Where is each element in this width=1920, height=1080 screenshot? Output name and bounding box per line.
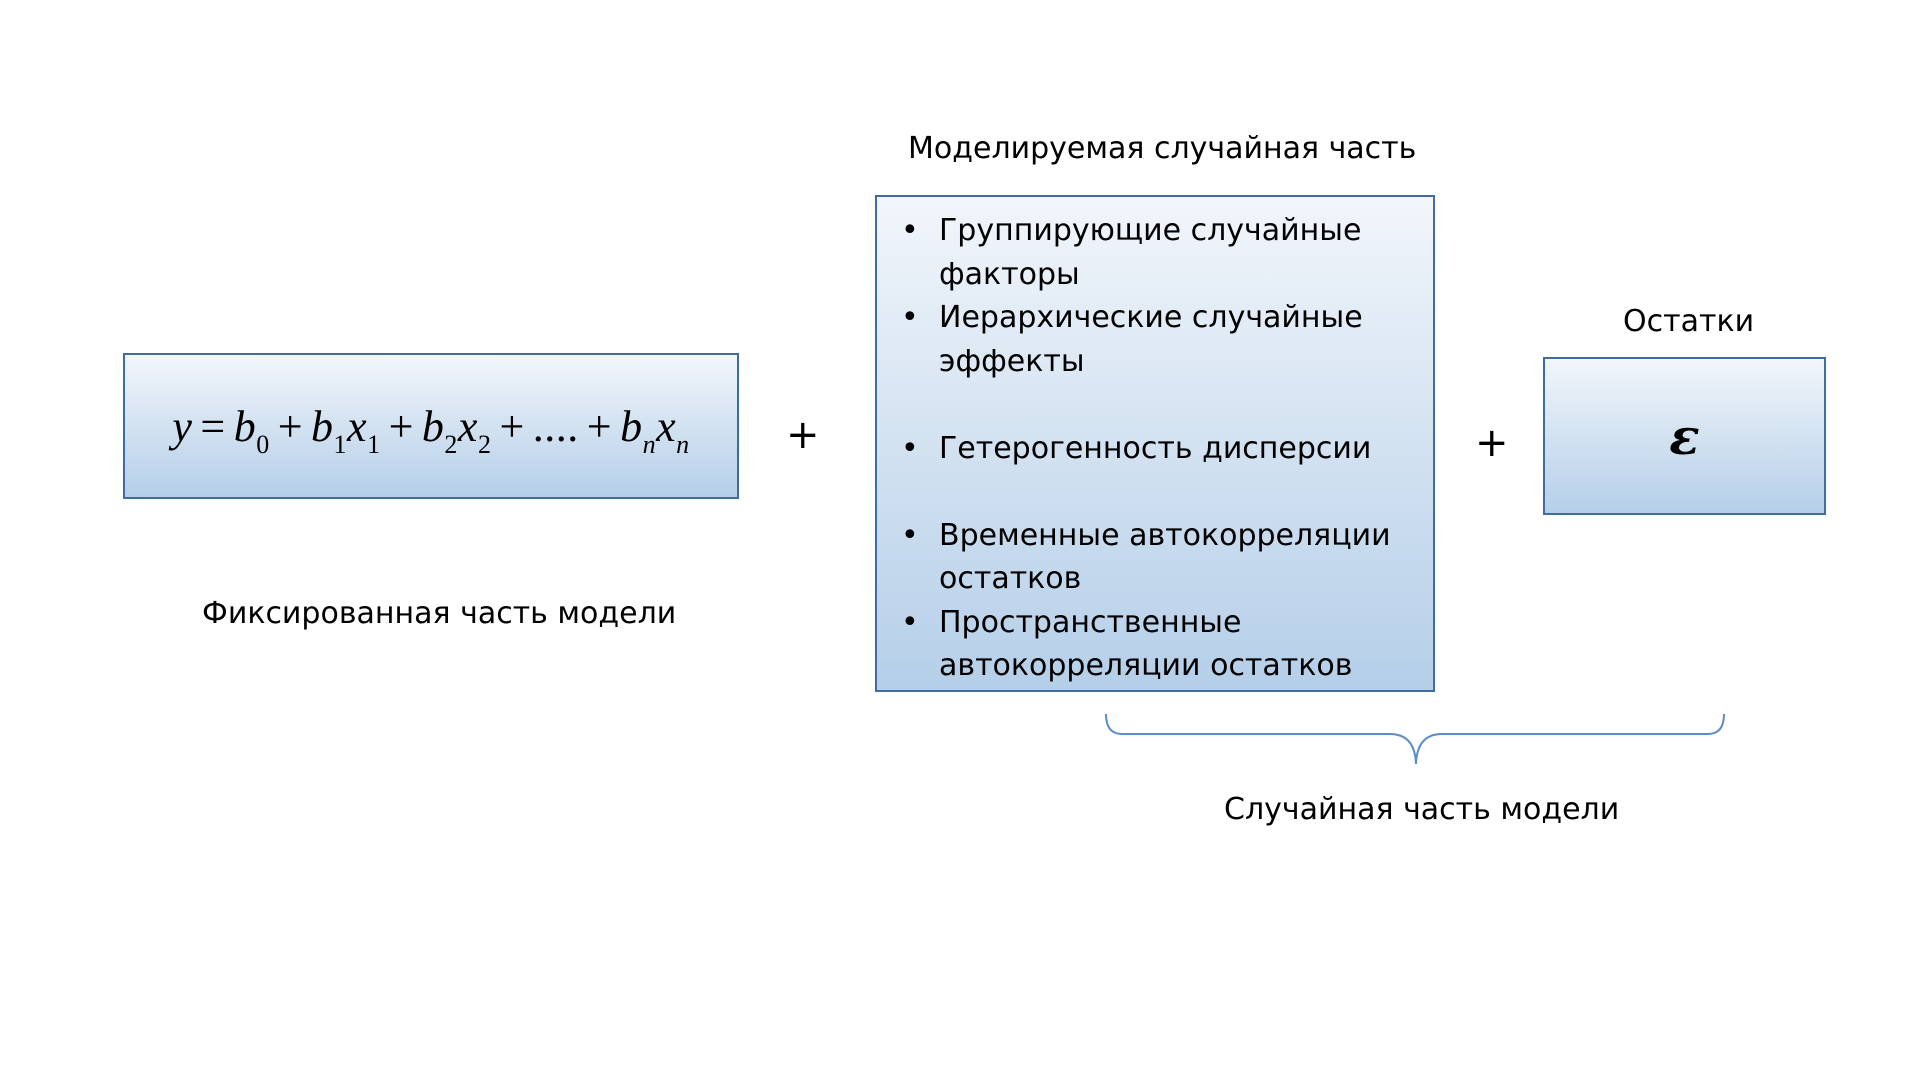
list-item: Пространственные автокорреляции остатков [891, 601, 1421, 688]
list-item: Гетерогенность дисперсии [891, 427, 1421, 471]
modeled-random-part-title: Моделируемая случайная часть [908, 131, 1417, 166]
formula-b2: b [421, 401, 445, 451]
formula-x2-sub: 2 [477, 429, 492, 459]
curly-brace [1105, 713, 1725, 765]
formula-bn-sub: n [642, 429, 657, 459]
fixed-part-box: y=b0+b1x1+b2x2+....+bnxn [123, 353, 739, 499]
formula-b1: b [311, 401, 334, 451]
formula-xn-sub: n [676, 429, 690, 459]
list-item: Временные автокорреляции остатков [891, 514, 1421, 601]
formula-plus: + [277, 401, 304, 451]
formula-plus: + [499, 401, 525, 451]
formula-x1: x [347, 401, 368, 451]
plus-operator-2: + [1475, 420, 1509, 466]
formula-equals: = [200, 401, 226, 451]
formula-b2-sub: 2 [444, 429, 458, 459]
formula-x2: x [457, 401, 478, 451]
formula-bn: b [620, 401, 643, 451]
list-item: Группирующие случайные факторы [891, 209, 1421, 296]
regression-formula: y=b0+b1x1+b2x2+....+bnxn [172, 401, 689, 458]
brace-path [1105, 713, 1725, 765]
list-item: Иерархические случайные эффекты [891, 296, 1421, 383]
formula-y: y [172, 401, 193, 451]
formula-b0-sub: 0 [256, 429, 270, 459]
formula-plus: + [388, 401, 414, 451]
residuals-title: Остатки [1623, 304, 1755, 339]
random-components-list: Группирующие случайные факторы Иерархиче… [877, 197, 1433, 688]
formula-plus: + [586, 401, 613, 451]
epsilon-symbol: ε [1669, 406, 1700, 466]
formula-xn: x [656, 401, 677, 451]
formula-x1-sub: 1 [367, 429, 381, 459]
formula-dots: .... [532, 401, 579, 451]
formula-b1-sub: 1 [333, 429, 348, 459]
residuals-box: ε [1543, 357, 1826, 515]
modeled-random-part-box: Группирующие случайные факторы Иерархиче… [875, 195, 1435, 692]
fixed-part-label: Фиксированная часть модели [202, 596, 677, 631]
random-part-total-label: Случайная часть модели [1224, 792, 1620, 827]
formula-b0: b [233, 401, 257, 451]
plus-operator-1: + [786, 412, 820, 458]
